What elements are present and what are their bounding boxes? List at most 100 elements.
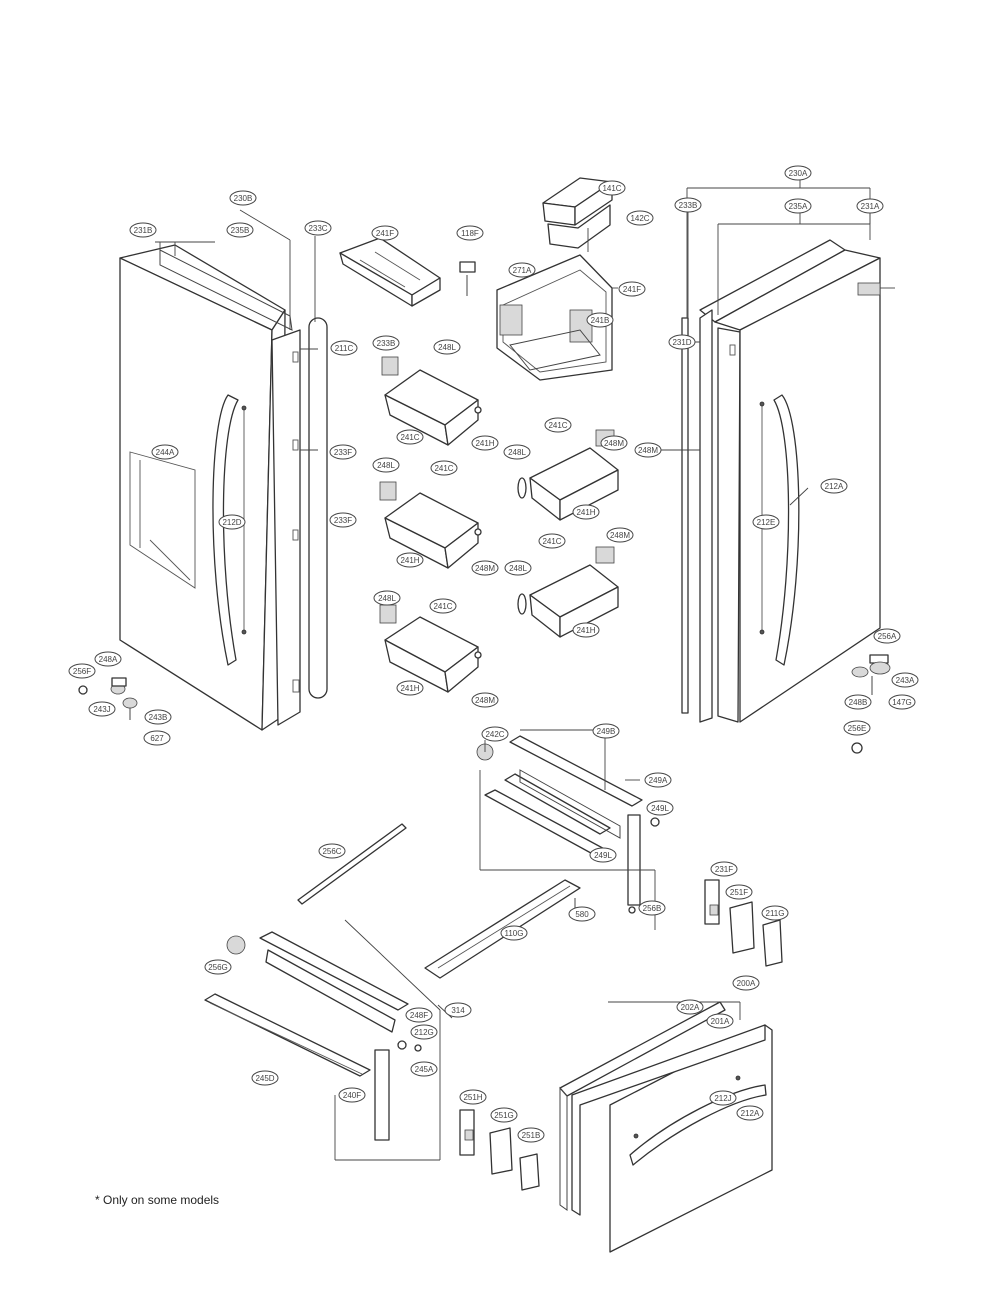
callout-245a: 245A <box>410 1061 438 1077</box>
callout-label: 251F <box>730 888 748 897</box>
callout-label: 212A <box>741 1109 760 1118</box>
callout-label: 212J <box>714 1094 731 1103</box>
callout-label: 233C <box>308 224 327 233</box>
callout-label: 248A <box>99 655 118 664</box>
callout-label: 271A <box>513 266 532 275</box>
callout-249l: 249L <box>646 800 674 816</box>
callout-202a: 202A <box>676 999 704 1015</box>
door-bin-left-2 <box>379 481 482 569</box>
drawer-door-handle <box>629 1084 767 1166</box>
center-door-bin-assembly-271A <box>496 254 613 381</box>
callout-label: 233F <box>334 516 352 525</box>
callout-label: 241H <box>475 439 494 448</box>
models-footnote: * Only on some models <box>95 1193 220 1207</box>
callout-241c: 241C <box>538 533 566 549</box>
callout-235b: 235B <box>226 222 254 238</box>
callout-label: 248M <box>475 564 495 573</box>
callout-label: 248L <box>509 564 527 573</box>
callout-label: 235A <box>789 202 808 211</box>
callout-label: 212E <box>757 518 776 527</box>
callout-label: 256G <box>208 963 228 972</box>
callout-147g: 147G <box>888 694 916 710</box>
right-door-gasket-edge <box>699 309 713 723</box>
right-door-panel <box>739 257 881 723</box>
callout-241h: 241H <box>396 552 424 568</box>
drawer-hinge-brackets-left <box>459 1109 540 1191</box>
callout-label: 249L <box>594 851 612 860</box>
callout-label: 230B <box>234 194 253 203</box>
callout-212j: 212J <box>709 1090 737 1106</box>
callout-248l: 248L <box>373 590 401 606</box>
callout-241c: 241C <box>396 429 424 445</box>
center-drawer-rail-assembly <box>476 735 660 914</box>
callout-249l: 249L <box>589 847 617 863</box>
callout-243j: 243J <box>88 701 116 717</box>
callout-256c: 256C <box>318 843 346 859</box>
right-door-top-hinge-cover <box>857 282 881 296</box>
freezer-drawer-door <box>559 1001 773 1253</box>
callout-233b: 233B <box>674 197 702 213</box>
callout-212e: 212E <box>752 514 780 530</box>
callout-256e: 256E <box>843 720 871 736</box>
right-door-assembly <box>681 239 881 723</box>
callout-label: 241C <box>434 464 453 473</box>
callout-271a: 271A <box>508 262 536 278</box>
callout-141c: 141C <box>598 180 626 196</box>
callout-label: 212G <box>414 1028 434 1037</box>
callout-label: 241B <box>591 316 610 325</box>
callout-231f: 231F <box>710 861 738 877</box>
callout-241f: 241F <box>618 281 646 297</box>
callout-256a: 256A <box>873 628 901 644</box>
callout-118f: 118F <box>456 225 484 241</box>
callout-label: 235B <box>231 226 250 235</box>
callout-142c: 142C <box>626 210 654 226</box>
callout-248l: 248L <box>504 560 532 576</box>
callout-248l: 248L <box>433 339 461 355</box>
callout-label: 212A <box>825 482 844 491</box>
callout-244a: 244A <box>151 444 179 460</box>
right-lower-hinge <box>851 654 891 754</box>
callout-label: 231A <box>861 202 880 211</box>
door-bin-left-3 <box>379 604 482 693</box>
callout-label: 231F <box>715 865 733 874</box>
callout-251f: 251F <box>725 884 753 900</box>
callout-212d: 212D <box>218 514 246 530</box>
left-door-assembly <box>119 244 328 731</box>
callout-212a: 212A <box>736 1105 764 1121</box>
callout-label: 211C <box>335 344 354 353</box>
callout-256b: 256B <box>638 900 666 916</box>
right-door-gasket-left <box>681 317 689 714</box>
callout-label: 201A <box>711 1017 730 1026</box>
callout-label: 245D <box>255 1074 274 1083</box>
drawer-door-gasket-side <box>559 1086 568 1211</box>
callout-label: 248M <box>475 696 495 705</box>
callout-label: 243A <box>896 676 915 685</box>
callout-248m: 248M <box>471 560 499 576</box>
callout-580: 580 <box>568 906 596 922</box>
callout-248b: 248B <box>844 694 872 710</box>
lower-drawer-rail-assembly <box>204 931 422 1141</box>
callout-248l: 248L <box>503 444 531 460</box>
callout-label: 233B <box>679 201 698 210</box>
callout-248a: 248A <box>94 651 122 667</box>
callout-label: 110G <box>505 929 524 938</box>
callout-233f: 233F <box>329 444 357 460</box>
callout-label: 241C <box>548 421 567 430</box>
rail-110G <box>424 879 581 979</box>
callout-label: 256A <box>878 632 897 641</box>
callout-label: 256E <box>848 724 867 733</box>
callout-label: 249A <box>649 776 668 785</box>
callout-label: 251H <box>463 1093 482 1102</box>
callout-243b: 243B <box>144 709 172 725</box>
callout-label: 248M <box>610 531 630 540</box>
callout-label: 248L <box>508 448 526 457</box>
callout-201a: 201A <box>706 1013 734 1029</box>
callout-label: 248L <box>377 461 395 470</box>
right-door-handle <box>773 394 800 666</box>
callout-110g: 110G <box>500 925 528 941</box>
right-door-side <box>717 327 741 723</box>
callout-230a: 230A <box>784 165 812 181</box>
callout-200a: 200A <box>732 975 760 991</box>
callout-label: 580 <box>575 910 589 919</box>
